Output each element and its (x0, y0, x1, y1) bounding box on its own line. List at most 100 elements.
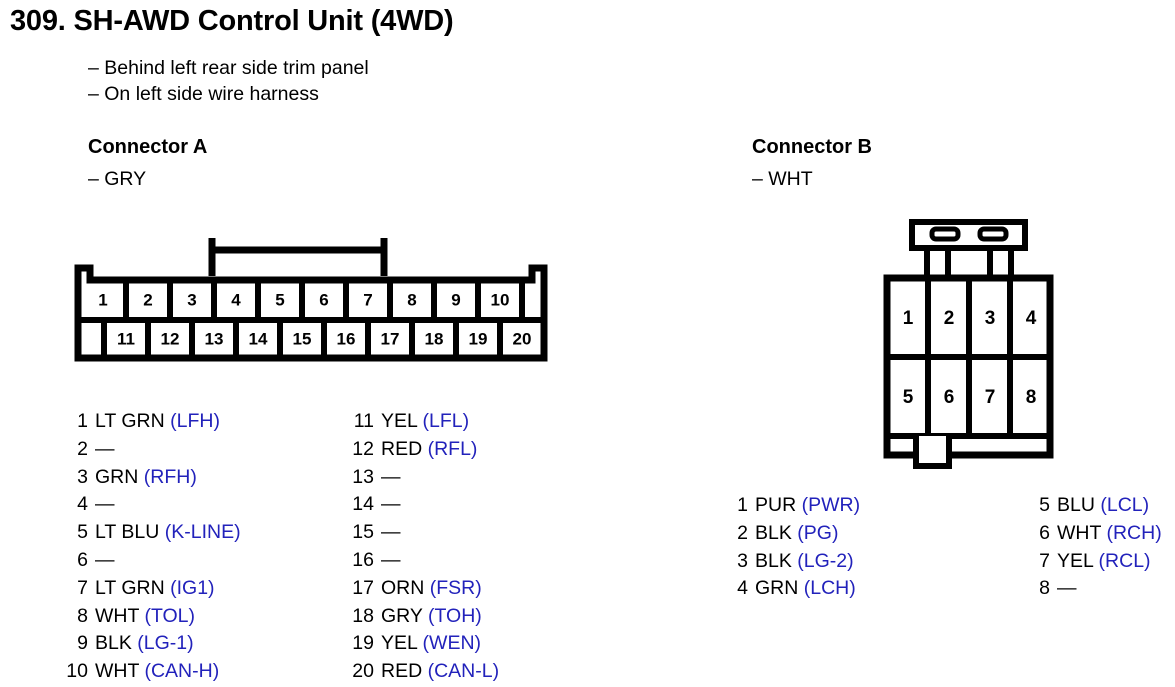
pin-legend-row: 7 LT GRN (IG1) (62, 575, 241, 603)
pin-cell-11: 11 (117, 329, 135, 348)
connector-a-top-row-numbers: 1 2 3 4 5 6 7 8 9 10 (98, 290, 509, 309)
connector-b-top-row-numbers: 1 2 3 4 (903, 308, 1037, 329)
pin-number: 4 (77, 493, 88, 516)
pin-unused-dash: — (381, 548, 401, 571)
pin-wire-color: LT GRN (95, 410, 165, 432)
pin-signal-code: (PG) (791, 521, 839, 544)
pin-cell-20: 20 (513, 329, 532, 348)
pin-number: 1 (77, 410, 88, 432)
pin-legend-row: 13— (348, 464, 499, 492)
pin-signal-code: (FSR) (424, 576, 482, 599)
pin-unused-dash: — (95, 548, 115, 571)
pin-number: 17 (352, 576, 374, 599)
pin-number: 16 (352, 548, 374, 571)
pin-wire-color: BLK (95, 632, 132, 655)
pin-unused-dash: — (1057, 577, 1077, 600)
pin-wire-color: BLK (755, 521, 792, 544)
pin-signal-code: (LG-1) (131, 632, 194, 655)
pin-number: 8 (1039, 577, 1050, 600)
pin-number: 5 (77, 521, 88, 544)
pin-signal-code: (LCH) (798, 577, 856, 600)
pin-legend-row: 4— (62, 491, 241, 519)
pin-signal-code: (CAN-H) (139, 660, 220, 683)
pin-signal-code: (RFH) (138, 465, 197, 488)
pin-number: 10 (66, 660, 88, 683)
pin-legend-row: 14— (348, 491, 499, 519)
pin-cell-b2: 2 (944, 308, 955, 329)
pin-wire-color: WHT (1057, 521, 1102, 544)
pin-cell-2: 2 (143, 290, 152, 309)
pin-signal-code: (LG-2) (791, 549, 854, 572)
pin-signal-code: (PWR) (796, 494, 861, 516)
pin-number: 14 (352, 493, 374, 516)
pin-cell-19: 19 (469, 329, 488, 348)
pin-cell-b8: 8 (1026, 387, 1037, 408)
pin-cell-10: 10 (491, 290, 510, 309)
pin-cell-9: 9 (451, 290, 460, 309)
pin-cell-17: 17 (381, 329, 400, 348)
pin-cell-b4: 4 (1026, 308, 1037, 329)
page-title: 309. SH-AWD Control Unit (4WD) (10, 5, 454, 37)
pin-number: 2 (737, 521, 748, 544)
pin-number: 18 (352, 604, 374, 627)
pin-number: 13 (352, 465, 374, 488)
pin-number: 3 (737, 549, 748, 572)
pin-number: 15 (352, 521, 374, 544)
pin-signal-code: (K-LINE) (159, 521, 241, 544)
pin-cell-1: 1 (98, 290, 107, 309)
pin-wire-color: RED (381, 437, 423, 460)
connector-a-housing-color: – GRY (88, 168, 147, 190)
pin-number: 1 (737, 494, 748, 516)
pin-wire-color: RED (381, 660, 423, 683)
pin-wire-color: LT GRN (95, 576, 165, 599)
pin-number: 6 (77, 548, 88, 571)
pin-signal-code: (RFL) (422, 437, 478, 460)
pin-cell-5: 5 (275, 290, 284, 309)
pin-legend-row: 15— (348, 519, 499, 547)
pin-number: 6 (1039, 521, 1050, 544)
pin-cell-7: 7 (363, 290, 372, 309)
connector-a-diagram: 1 2 3 4 5 6 7 8 9 10 11 12 13 14 15 16 1… (66, 228, 566, 373)
pin-wire-color: YEL (1057, 549, 1094, 572)
pin-wire-color: BLK (755, 549, 792, 572)
pin-cell-3: 3 (187, 290, 196, 309)
pin-number: 19 (352, 632, 374, 655)
connector-a-bottom-row-numbers: 11 12 13 14 15 16 17 18 19 20 (117, 329, 531, 348)
pin-signal-code: (IG1) (164, 576, 215, 599)
pin-cell-14: 14 (249, 329, 268, 348)
pin-signal-code: (RCL) (1093, 549, 1151, 572)
pin-cell-b1: 1 (903, 308, 914, 329)
pin-legend-row: 3 BLK (LG-2) (722, 548, 860, 576)
location-note-2: – On left side wire harness (88, 83, 319, 105)
pin-signal-code: (TOL) (139, 604, 196, 627)
pin-number: 3 (77, 465, 88, 488)
pin-wire-color: BLU (1057, 494, 1095, 516)
pin-cell-b3: 3 (985, 308, 996, 329)
pin-legend-row: 8— (1024, 575, 1162, 603)
pin-unused-dash: — (95, 437, 115, 460)
pin-legend-row: 6— (62, 547, 241, 575)
pin-number: 9 (77, 632, 88, 655)
location-note-1: – Behind left rear side trim panel (88, 57, 369, 79)
pin-number: 7 (77, 576, 88, 599)
pin-legend-row: 16 — (348, 547, 499, 575)
pin-cell-6: 6 (319, 290, 328, 309)
pin-wire-color: YEL (381, 410, 418, 432)
connector-b-bottom-row-numbers: 5 6 7 8 (903, 387, 1037, 408)
